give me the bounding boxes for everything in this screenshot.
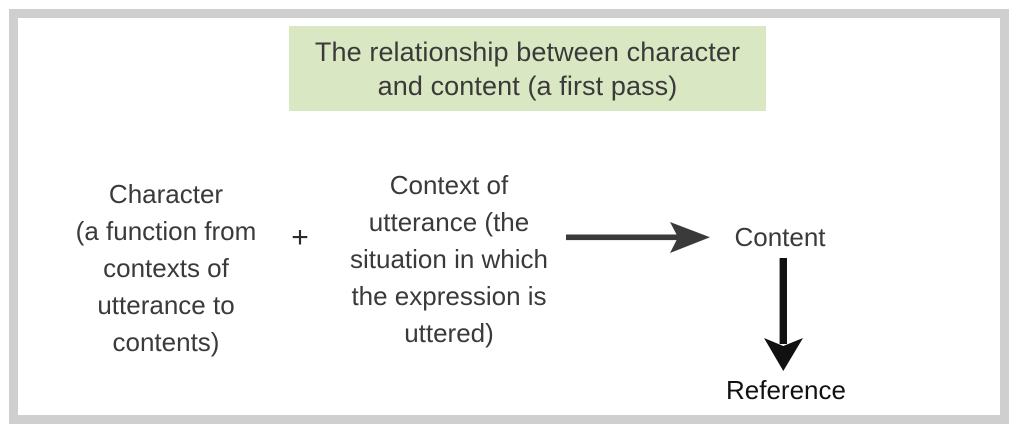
term-character: Character (a function from contexts of u…: [75, 179, 257, 357]
figure-title: The relationship between character and c…: [314, 36, 741, 101]
term-context-of-utterance: Context of utterance (the situation in w…: [350, 170, 548, 348]
term-content: Content: [734, 222, 826, 252]
arrow-right-icon: [566, 218, 712, 258]
title-banner: The relationship between character and c…: [289, 26, 766, 111]
term-reference: Reference: [726, 375, 846, 405]
arrow-down-icon: [758, 258, 810, 374]
plus-operator: +: [291, 221, 309, 254]
